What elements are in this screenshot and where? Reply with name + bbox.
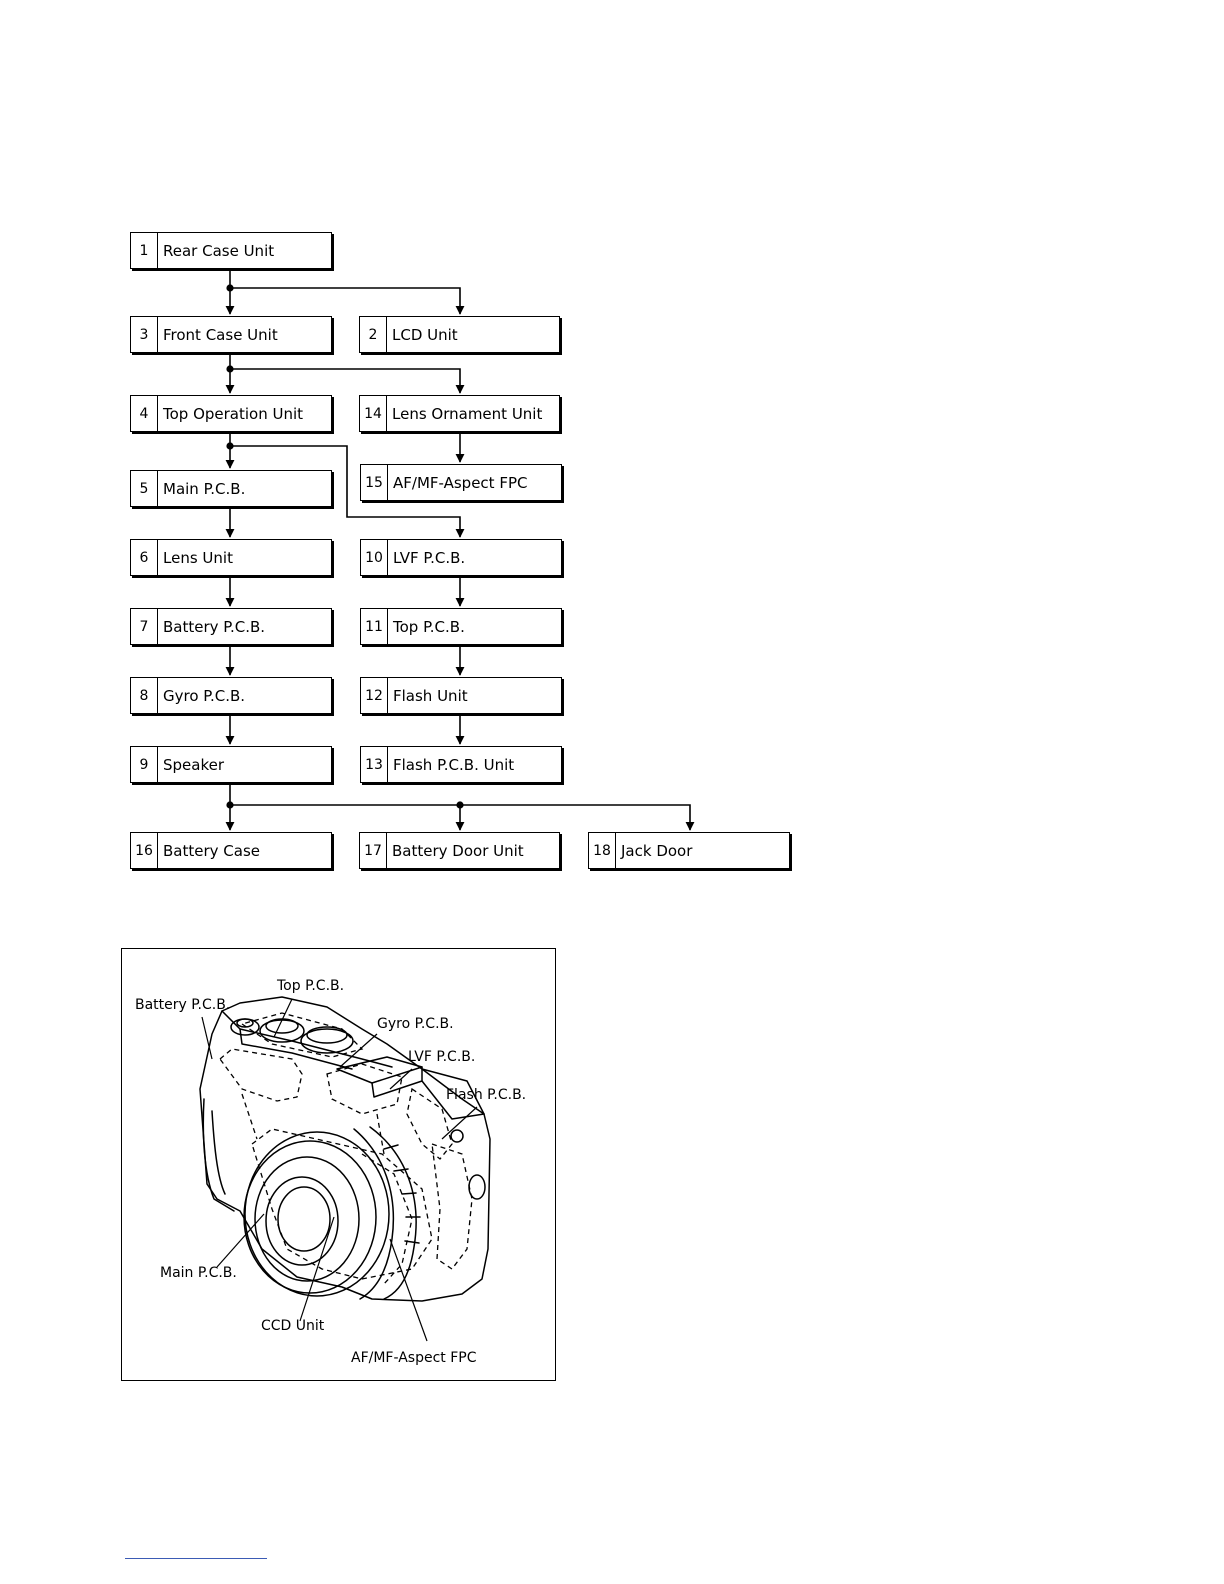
step-box-14: 14 Lens Ornament Unit [359, 395, 560, 432]
step-number: 7 [131, 609, 158, 644]
step-box-18: 18 Jack Door [588, 832, 790, 869]
step-number: 4 [131, 396, 158, 431]
step-box-10: 10 LVF P.C.B. [360, 539, 562, 576]
step-number: 13 [361, 747, 388, 782]
flow-connectors [225, 270, 695, 831]
callout-top-pcb: Top P.C.B. [277, 978, 345, 994]
step-box-12: 12 Flash Unit [360, 677, 562, 714]
step-label: Battery P.C.B. [163, 617, 266, 636]
step-label: Front Case Unit [163, 325, 278, 344]
step-label: Top P.C.B. [393, 617, 465, 636]
callout-ccd-unit: CCD Unit [261, 1318, 325, 1334]
junction-dot [456, 801, 464, 809]
step-label: LVF P.C.B. [393, 548, 466, 567]
step-label: LCD Unit [392, 325, 458, 344]
connector-3-14 [230, 368, 465, 394]
step-box-3: 3 Front Case Unit [130, 316, 332, 353]
step-number: 16 [131, 833, 158, 868]
callout-battery-pcb: Battery P.C.B. [135, 997, 231, 1013]
step-label: Lens Ornament Unit [392, 404, 543, 423]
step-box-2: 2 LCD Unit [359, 316, 560, 353]
step-number: 15 [361, 465, 388, 500]
step-label: Lens Unit [163, 548, 233, 567]
step-label: Jack Door [621, 841, 693, 860]
step-number: 11 [361, 609, 388, 644]
step-label: AF/MF-Aspect FPC [393, 473, 528, 492]
junction-dot [226, 365, 234, 373]
step-number: 6 [131, 540, 158, 575]
step-label: Main P.C.B. [163, 479, 246, 498]
step-label: Gyro P.C.B. [163, 686, 246, 705]
step-box-8: 8 Gyro P.C.B. [130, 677, 332, 714]
callout-af-mf-fpc: AF/MF-Aspect FPC [351, 1350, 477, 1366]
step-number: 3 [131, 317, 158, 352]
step-box-17: 17 Battery Door Unit [359, 832, 560, 869]
step-label: Speaker [163, 755, 225, 774]
step-box-6: 6 Lens Unit [130, 539, 332, 576]
callout-lvf-pcb: LVF P.C.B. [408, 1049, 476, 1065]
connector-4-10 [230, 445, 465, 538]
step-number: 12 [361, 678, 388, 713]
step-number: 9 [131, 747, 158, 782]
callout-flash-pcb: Flash P.C.B. [446, 1087, 527, 1103]
step-box-1: 1 Rear Case Unit [130, 232, 332, 269]
step-box-15: 15 AF/MF-Aspect FPC [360, 464, 562, 501]
step-box-16: 16 Battery Case [130, 832, 332, 869]
junction-dot [226, 442, 234, 450]
step-number: 5 [131, 471, 158, 506]
step-box-9: 9 Speaker [130, 746, 332, 783]
step-number: 2 [360, 317, 387, 352]
step-number: 17 [360, 833, 387, 868]
step-number: 8 [131, 678, 158, 713]
camera-illustration [199, 996, 491, 1342]
step-number: 1 [131, 233, 158, 268]
step-label: Flash P.C.B. Unit [393, 755, 515, 774]
step-box-5: 5 Main P.C.B. [130, 470, 332, 507]
step-box-4: 4 Top Operation Unit [130, 395, 332, 432]
step-label: Battery Door Unit [392, 841, 524, 860]
callout-main-pcb: Main P.C.B. [160, 1265, 237, 1281]
connector-1-2 [230, 287, 465, 315]
step-label: Top Operation Unit [163, 404, 304, 423]
step-box-13: 13 Flash P.C.B. Unit [360, 746, 562, 783]
step-label: Rear Case Unit [163, 241, 275, 260]
step-label: Battery Case [163, 841, 260, 860]
step-number: 14 [360, 396, 387, 431]
junction-dot [226, 284, 234, 292]
junction-dot [226, 801, 234, 809]
pcb-location-figure: Top P.C.B. Battery P.C.B. Gyro P.C.B. LV… [121, 948, 556, 1381]
step-box-7: 7 Battery P.C.B. [130, 608, 332, 645]
step-number: 10 [361, 540, 388, 575]
footer-rule [125, 1558, 267, 1559]
callout-gyro-pcb: Gyro P.C.B. [377, 1016, 454, 1032]
connector-9-18 [230, 804, 695, 831]
step-box-11: 11 Top P.C.B. [360, 608, 562, 645]
step-number: 18 [589, 833, 616, 868]
step-label: Flash Unit [393, 686, 468, 705]
